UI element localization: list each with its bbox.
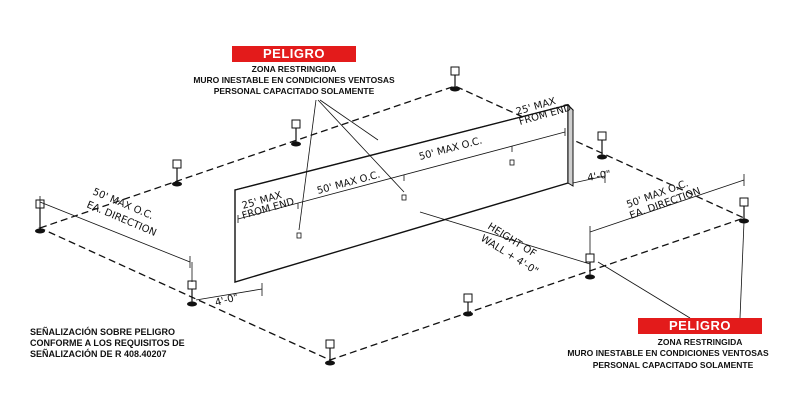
brace-anchor-marker <box>401 194 407 201</box>
sign-stake <box>450 66 460 92</box>
danger-sign-top-line-1: ZONA RESTRINGIDA <box>251 64 337 74</box>
warning-sign-stakes <box>35 66 749 366</box>
restricted-zone-boundary <box>38 85 746 361</box>
signage-note-line-1: SEÑALIZACIÓN SOBRE PELIGRO <box>30 327 176 337</box>
offset-dimension-right <box>572 171 606 184</box>
sign-stake <box>291 119 301 147</box>
danger-sign-bottom-header: PELIGRO <box>638 318 762 334</box>
danger-sign-top-header: PELIGRO <box>232 46 356 62</box>
sign-stake <box>585 253 595 280</box>
brace-anchor-marker <box>296 232 302 239</box>
brace-anchor-marker <box>509 159 515 166</box>
sign-stake <box>172 159 182 187</box>
sign-stake <box>325 339 335 366</box>
sign-stake <box>187 280 197 307</box>
sign-stake <box>597 131 607 160</box>
danger-sign-bottom-line-3: PERSONAL CAPACITADO SOLAMENTE <box>592 360 754 370</box>
danger-sign-top-line-3: PERSONAL CAPACITADO SOLAMENTE <box>213 86 375 96</box>
wall-panel <box>234 103 574 283</box>
sign-stake <box>463 293 473 317</box>
sign-leader-arrows <box>298 99 745 319</box>
left-spacing-dimension <box>39 196 193 282</box>
right-spacing-dimension <box>589 174 745 254</box>
sign-stake <box>739 197 749 224</box>
signage-note-line-3: SEÑALIZACIÓN DE R 408.40207 <box>30 349 167 359</box>
offset-right-label: 4'-0" <box>587 169 612 184</box>
danger-sign-bottom-line-1: ZONA RESTRINGIDA <box>657 337 743 347</box>
wall-dimension-lines <box>237 128 566 223</box>
wall-height-dimension <box>419 211 591 265</box>
offset-left-label: 4'-0" <box>214 292 240 309</box>
offset-dimension-left <box>195 283 263 301</box>
signage-note-line-2: CONFORME A LOS REQUISITOS DE <box>30 338 185 348</box>
danger-sign-top-line-2: MURO INESTABLE EN CONDICIONES VENTOSAS <box>193 75 395 85</box>
danger-sign-bottom-line-2: MURO INESTABLE EN CONDICIONES VENTOSAS <box>567 348 769 358</box>
